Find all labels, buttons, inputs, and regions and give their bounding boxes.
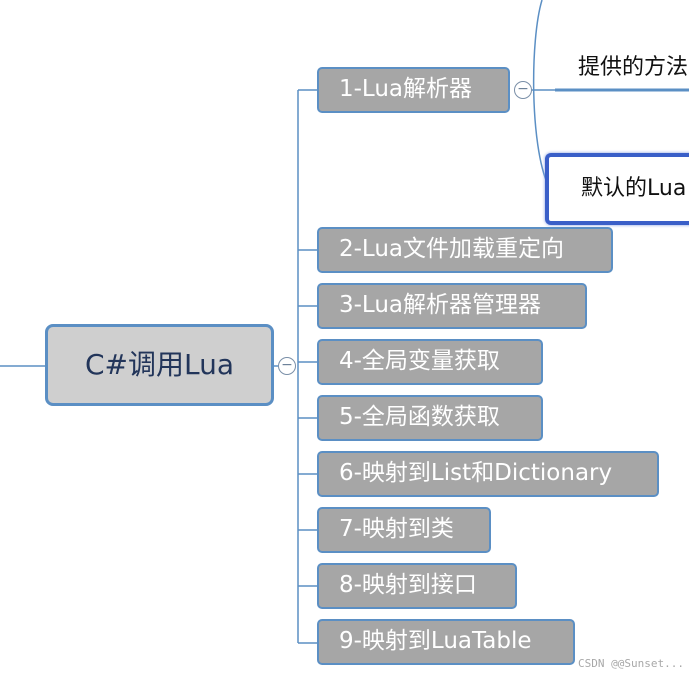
branch-node-8[interactable]: 8-映射到接口 [317, 563, 517, 609]
branch-node-3[interactable]: 3-Lua解析器管理器 [317, 283, 587, 329]
branch-node-5[interactable]: 5-全局函数获取 [317, 395, 543, 441]
branch-1-collapse-button[interactable]: − [514, 81, 532, 99]
branch-node-1[interactable]: 1-Lua解析器 [317, 67, 510, 113]
subtopic-node-2-selected[interactable]: 默认的Lua [545, 153, 689, 225]
subtopic-node-1[interactable]: 提供的方法 [578, 55, 689, 80]
watermark: CSDN @@Sunset... [578, 657, 684, 670]
branch-node-4[interactable]: 4-全局变量获取 [317, 339, 543, 385]
branch-node-2[interactable]: 2-Lua文件加载重定向 [317, 227, 613, 273]
root-collapse-button[interactable]: − [278, 357, 296, 375]
branch-node-6[interactable]: 6-映射到List和Dictionary [317, 451, 659, 497]
root-node[interactable]: C#调用Lua [45, 324, 274, 406]
connector-b1-arc [532, 0, 549, 186]
branch-node-9[interactable]: 9-映射到LuaTable [317, 619, 575, 665]
branch-node-7[interactable]: 7-映射到类 [317, 507, 491, 553]
